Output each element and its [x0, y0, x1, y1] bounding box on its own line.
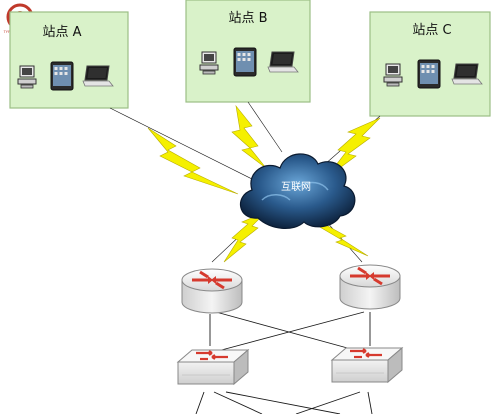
core-links: [195, 311, 373, 414]
tablet-icon: [233, 47, 257, 77]
site-b-label: 站点 B: [228, 11, 267, 26]
desktop-pc-icon: [17, 65, 37, 89]
desktop-pc-icon: [383, 63, 403, 87]
internet-cloud: 互联网: [240, 153, 356, 229]
cloud-label: 互联网: [281, 181, 311, 193]
switch-right: [330, 346, 404, 384]
tablet-icon: [417, 59, 441, 89]
site-a-label: 站点 A: [42, 25, 81, 40]
site-c-box: 站点 C: [369, 11, 491, 117]
wireless-link-router-left: [223, 211, 267, 263]
tablet-icon: [50, 61, 74, 91]
site-c-label: 站点 C: [412, 23, 451, 38]
site-b-box: 站点 B: [185, 0, 311, 103]
wireless-link-a: [147, 127, 239, 195]
desktop-pc-icon: [199, 51, 219, 75]
router-left: [180, 267, 244, 315]
switch-left: [176, 348, 250, 386]
site-a-box: 站点 A: [9, 11, 129, 109]
wireless-link-b: [231, 104, 267, 169]
router-right: [338, 263, 402, 311]
